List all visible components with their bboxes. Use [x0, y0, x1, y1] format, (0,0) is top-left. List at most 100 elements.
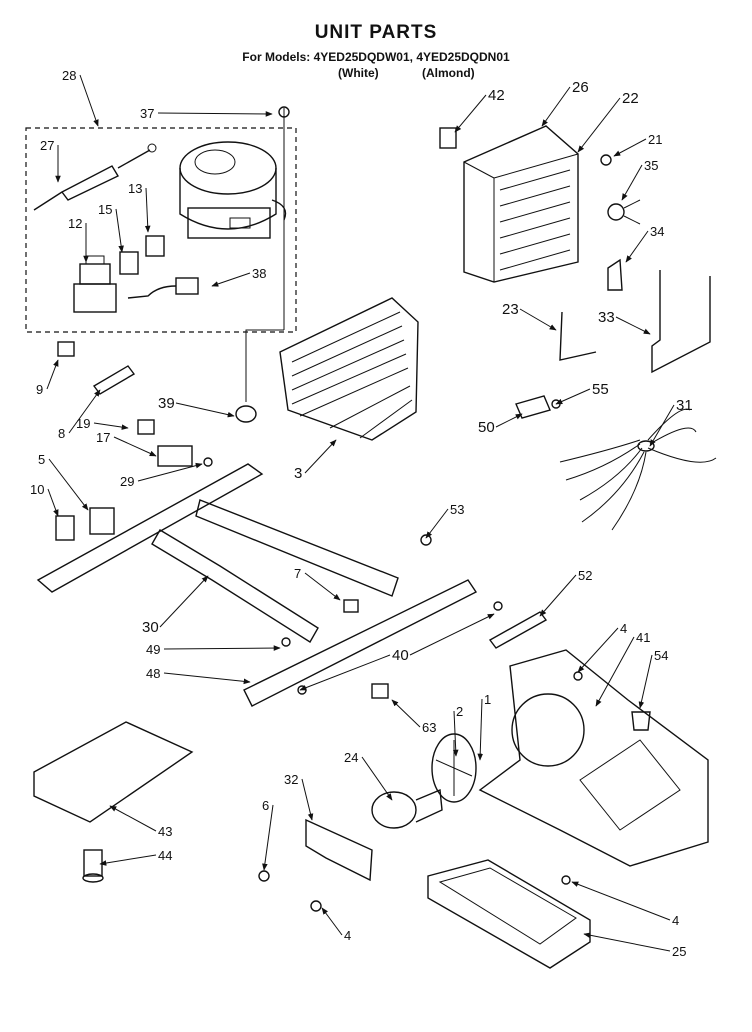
tubing-33-part	[651, 270, 711, 374]
callout-5: 5	[38, 452, 89, 511]
leader-line	[409, 613, 495, 656]
callout-30: 30	[142, 575, 209, 636]
callout-34: 34	[625, 224, 664, 263]
mount-stud-line	[245, 108, 285, 402]
callout-35: 35	[621, 158, 658, 201]
callout-number: 55	[592, 381, 609, 398]
callout-number: 24	[344, 750, 358, 765]
callout-25: 25	[583, 932, 686, 959]
part-10	[55, 515, 75, 541]
screw-21-part	[600, 154, 612, 166]
thermistor-part	[607, 199, 641, 225]
callout-55: 55	[555, 381, 609, 405]
callout-12: 12	[68, 216, 89, 263]
callout-37: 37	[140, 106, 273, 121]
leader-line	[304, 572, 341, 601]
leader-line	[425, 508, 449, 539]
callout-6: 6	[262, 798, 274, 871]
callout-32: 32	[284, 772, 314, 821]
fan-bracket-part	[478, 649, 709, 867]
callout-4: 4	[577, 621, 627, 673]
leader-line	[79, 74, 99, 127]
overload-part	[119, 251, 139, 275]
callout-number: 63	[422, 720, 436, 735]
leader-line	[625, 230, 649, 263]
callout-17: 17	[96, 430, 157, 457]
leader-line	[301, 778, 314, 821]
leader-line	[571, 881, 671, 921]
callout-number: 12	[68, 216, 82, 231]
start-relay-part	[73, 255, 117, 313]
leader-line	[495, 413, 523, 428]
callout-number: 48	[146, 666, 160, 681]
leader-line	[615, 316, 651, 335]
leader-line	[452, 710, 459, 757]
callout-number: 15	[98, 202, 112, 217]
callout-number: 32	[284, 772, 298, 787]
callout-29: 29	[120, 462, 203, 489]
leader-line	[304, 439, 337, 474]
part-63	[371, 683, 389, 699]
callout-44: 44	[99, 848, 172, 866]
callout-number: 33	[598, 309, 615, 326]
leader-line	[613, 138, 647, 157]
leader-line	[144, 187, 151, 233]
leader-line	[577, 627, 619, 673]
leader-line	[638, 654, 653, 709]
leader-line	[68, 389, 101, 434]
leader-line	[159, 575, 209, 628]
fan-motor-part	[371, 788, 443, 829]
evaporator-part	[439, 125, 579, 283]
callout-number: 22	[622, 90, 639, 107]
callout-number: 34	[650, 224, 664, 239]
leader-line	[163, 645, 281, 651]
leader-line	[519, 308, 557, 331]
callout-22: 22	[577, 90, 639, 153]
screw-4-top	[573, 671, 583, 681]
callout-number: 39	[158, 395, 175, 412]
callout-number: 13	[128, 181, 142, 196]
condenser-part	[279, 297, 419, 441]
filter-drier-part	[33, 143, 157, 211]
callout-number: 25	[672, 944, 686, 959]
callout-number: 10	[30, 482, 44, 497]
callout-number: 19	[76, 416, 90, 431]
callout-52: 52	[539, 568, 592, 617]
variant-almond: (Almond)	[422, 66, 475, 80]
callout-number: 17	[96, 430, 110, 445]
callout-24: 24	[344, 750, 393, 801]
relay-cover-part	[145, 235, 165, 257]
motor-bracket-part	[305, 818, 373, 882]
part-19	[137, 419, 155, 435]
callout-number: 4	[344, 928, 351, 943]
callout-number: 7	[294, 566, 301, 581]
callout-number: 53	[450, 502, 464, 517]
leader-line	[649, 404, 675, 447]
callout-9: 9	[36, 359, 59, 397]
leader-line	[48, 458, 89, 511]
leader-line	[477, 698, 484, 761]
variant-white: (White)	[338, 66, 379, 80]
screw-4-pan	[561, 875, 571, 885]
part-5	[89, 507, 115, 535]
callout-19: 19	[76, 416, 129, 431]
callout-number: 26	[572, 79, 589, 96]
grommet-39-part	[235, 405, 257, 423]
callout-49: 49	[146, 642, 281, 657]
callout-number: 29	[120, 474, 134, 489]
leader-line	[361, 756, 393, 801]
callout-number: 4	[672, 913, 679, 928]
callout-number: 37	[140, 106, 154, 121]
callout-54: 54	[638, 648, 668, 709]
callout-21: 21	[613, 132, 662, 157]
heater-23-part	[559, 311, 597, 361]
callout-13: 13	[128, 181, 151, 233]
screw-6-part	[258, 870, 270, 882]
leader-line	[157, 111, 273, 117]
fan-blade-part	[431, 733, 477, 803]
callout-number: 54	[654, 648, 668, 663]
callout-33: 33	[598, 309, 651, 335]
callout-26: 26	[541, 79, 589, 127]
